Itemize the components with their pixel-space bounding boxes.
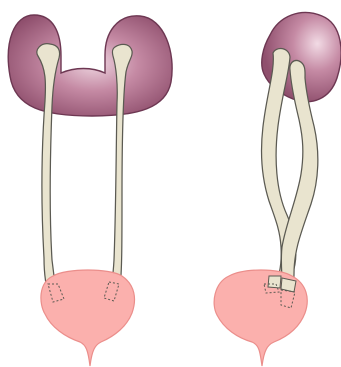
right-bladder-ureter-overlay-back xyxy=(268,276,281,288)
right-panel xyxy=(214,12,341,366)
left-kidney xyxy=(8,15,172,116)
left-bladder xyxy=(41,270,135,366)
right-bladder-ureter-overlay-front xyxy=(281,278,296,292)
left-panel xyxy=(8,15,172,366)
